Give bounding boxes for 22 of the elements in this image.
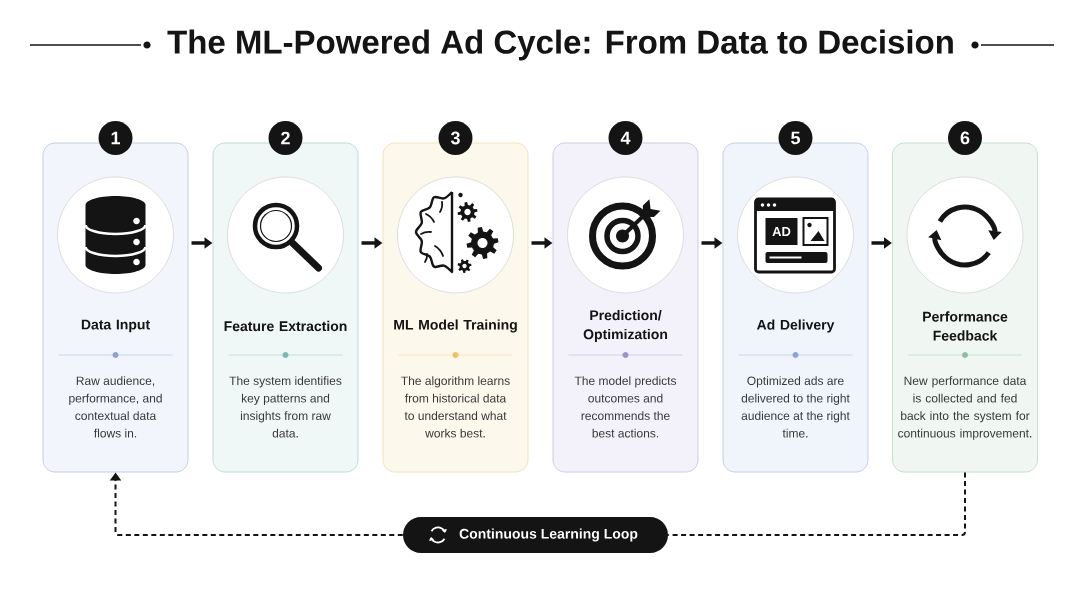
step-number-badge: 3 [438, 121, 473, 155]
step-heading: Ad Delivery [756, 319, 835, 333]
step-description: The algorithm learns from historical data to understand what works best. [401, 376, 510, 438]
loop-label-pill: Continuous Learning Loop [403, 517, 668, 553]
step-heading: Data Input [81, 319, 150, 333]
step-number-badge: 4 [608, 121, 643, 155]
step-heading: Feature Extraction [224, 320, 347, 332]
title: The ML-Powered Ad Cycle: From Data to Decision [167, 29, 953, 61]
step-heading: Performance Feedback [923, 311, 1008, 341]
step-number-badge: 2 [268, 121, 303, 155]
step-description: New performance data is collected and fed back into the system for continuous improvement. [898, 376, 1032, 440]
step-description: The system identifies key patterns and insights from raw data. [229, 376, 342, 438]
step-number-badge: 6 [948, 121, 982, 155]
step-number-badge: 5 [778, 121, 813, 155]
step-description: Raw audience, performance, and contextual data flows in. [69, 376, 162, 438]
step-number-badge: 1 [98, 121, 133, 155]
dashed-loop-line [667, 471, 966, 536]
step-description: The model predicts outcomes and recommends the best actions. [574, 376, 677, 438]
step-description: Optimized ads are delivered to the right audience at the right time. [741, 376, 850, 438]
step-heading: Prediction/ Optimization [583, 309, 668, 342]
ad-text: AD [772, 227, 791, 236]
step-heading: ML Model Training [394, 319, 517, 333]
